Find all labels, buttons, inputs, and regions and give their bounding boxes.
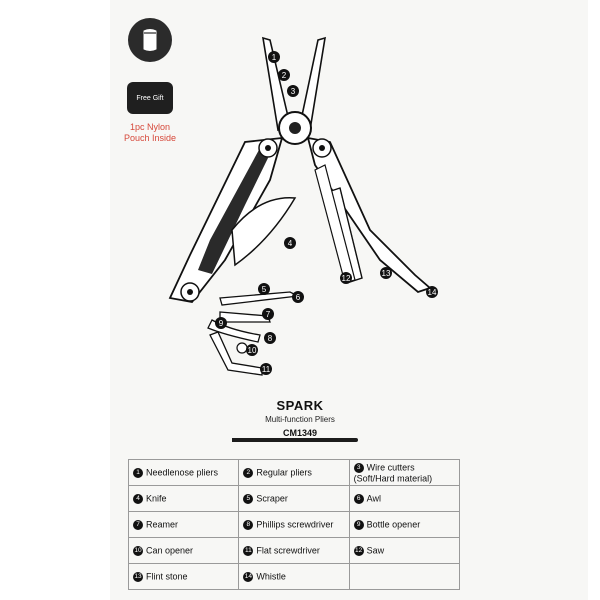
svg-text:5: 5	[262, 285, 267, 294]
svg-text:11: 11	[262, 365, 271, 374]
callout-3: 3	[287, 85, 299, 97]
svg-text:6: 6	[296, 293, 301, 302]
svg-text:8: 8	[268, 334, 273, 343]
svg-text:13: 13	[382, 269, 391, 278]
svg-text:4: 4	[288, 239, 293, 248]
callout-4: 4	[284, 237, 296, 249]
empty-cell	[348, 563, 461, 591]
callout-11: 11	[260, 363, 272, 375]
free-gift-badge: Free Gift	[127, 82, 173, 114]
free-gift-label: Free Gift	[136, 94, 164, 102]
svg-text:2: 2	[282, 71, 287, 80]
pouch-badge	[128, 18, 172, 62]
svg-text:7: 7	[266, 310, 271, 319]
callout-5: 5	[258, 283, 270, 295]
pouch-icon	[143, 29, 157, 51]
product-subtitle: Multi-function Pliers	[265, 415, 335, 424]
svg-text:10: 10	[248, 346, 257, 355]
callout-8: 8	[264, 332, 276, 344]
svg-text:14: 14	[428, 288, 437, 297]
callout-2: 2	[278, 69, 290, 81]
gift-note-line2: Pouch Inside	[123, 133, 177, 143]
multitool-illustration: 1 2 3 4 5 6 7 8 9 10 11 12 13 14	[168, 36, 438, 376]
svg-text:9: 9	[219, 319, 224, 328]
callout-10: 10	[246, 344, 258, 356]
svg-text:3: 3	[291, 87, 296, 96]
callout-6: 6	[292, 291, 304, 303]
model-number: CM1349	[282, 428, 318, 438]
title-underline	[232, 438, 358, 442]
svg-text:12: 12	[342, 274, 351, 283]
callout-7: 7	[262, 308, 274, 320]
callout-1: 1	[268, 51, 280, 63]
brand-name: SPARK	[276, 398, 324, 413]
product-title-block: SPARK Multi-function Pliers CM1349	[200, 398, 400, 438]
callout-12: 12	[340, 272, 352, 284]
callout-9: 9	[215, 317, 227, 329]
callout-14: 14	[426, 286, 438, 298]
svg-text:1: 1	[272, 53, 277, 62]
gift-note-line1: 1pc Nylon	[129, 122, 171, 132]
callout-13: 13	[380, 267, 392, 279]
gift-note: 1pc Nylon Pouch Inside	[110, 122, 190, 144]
